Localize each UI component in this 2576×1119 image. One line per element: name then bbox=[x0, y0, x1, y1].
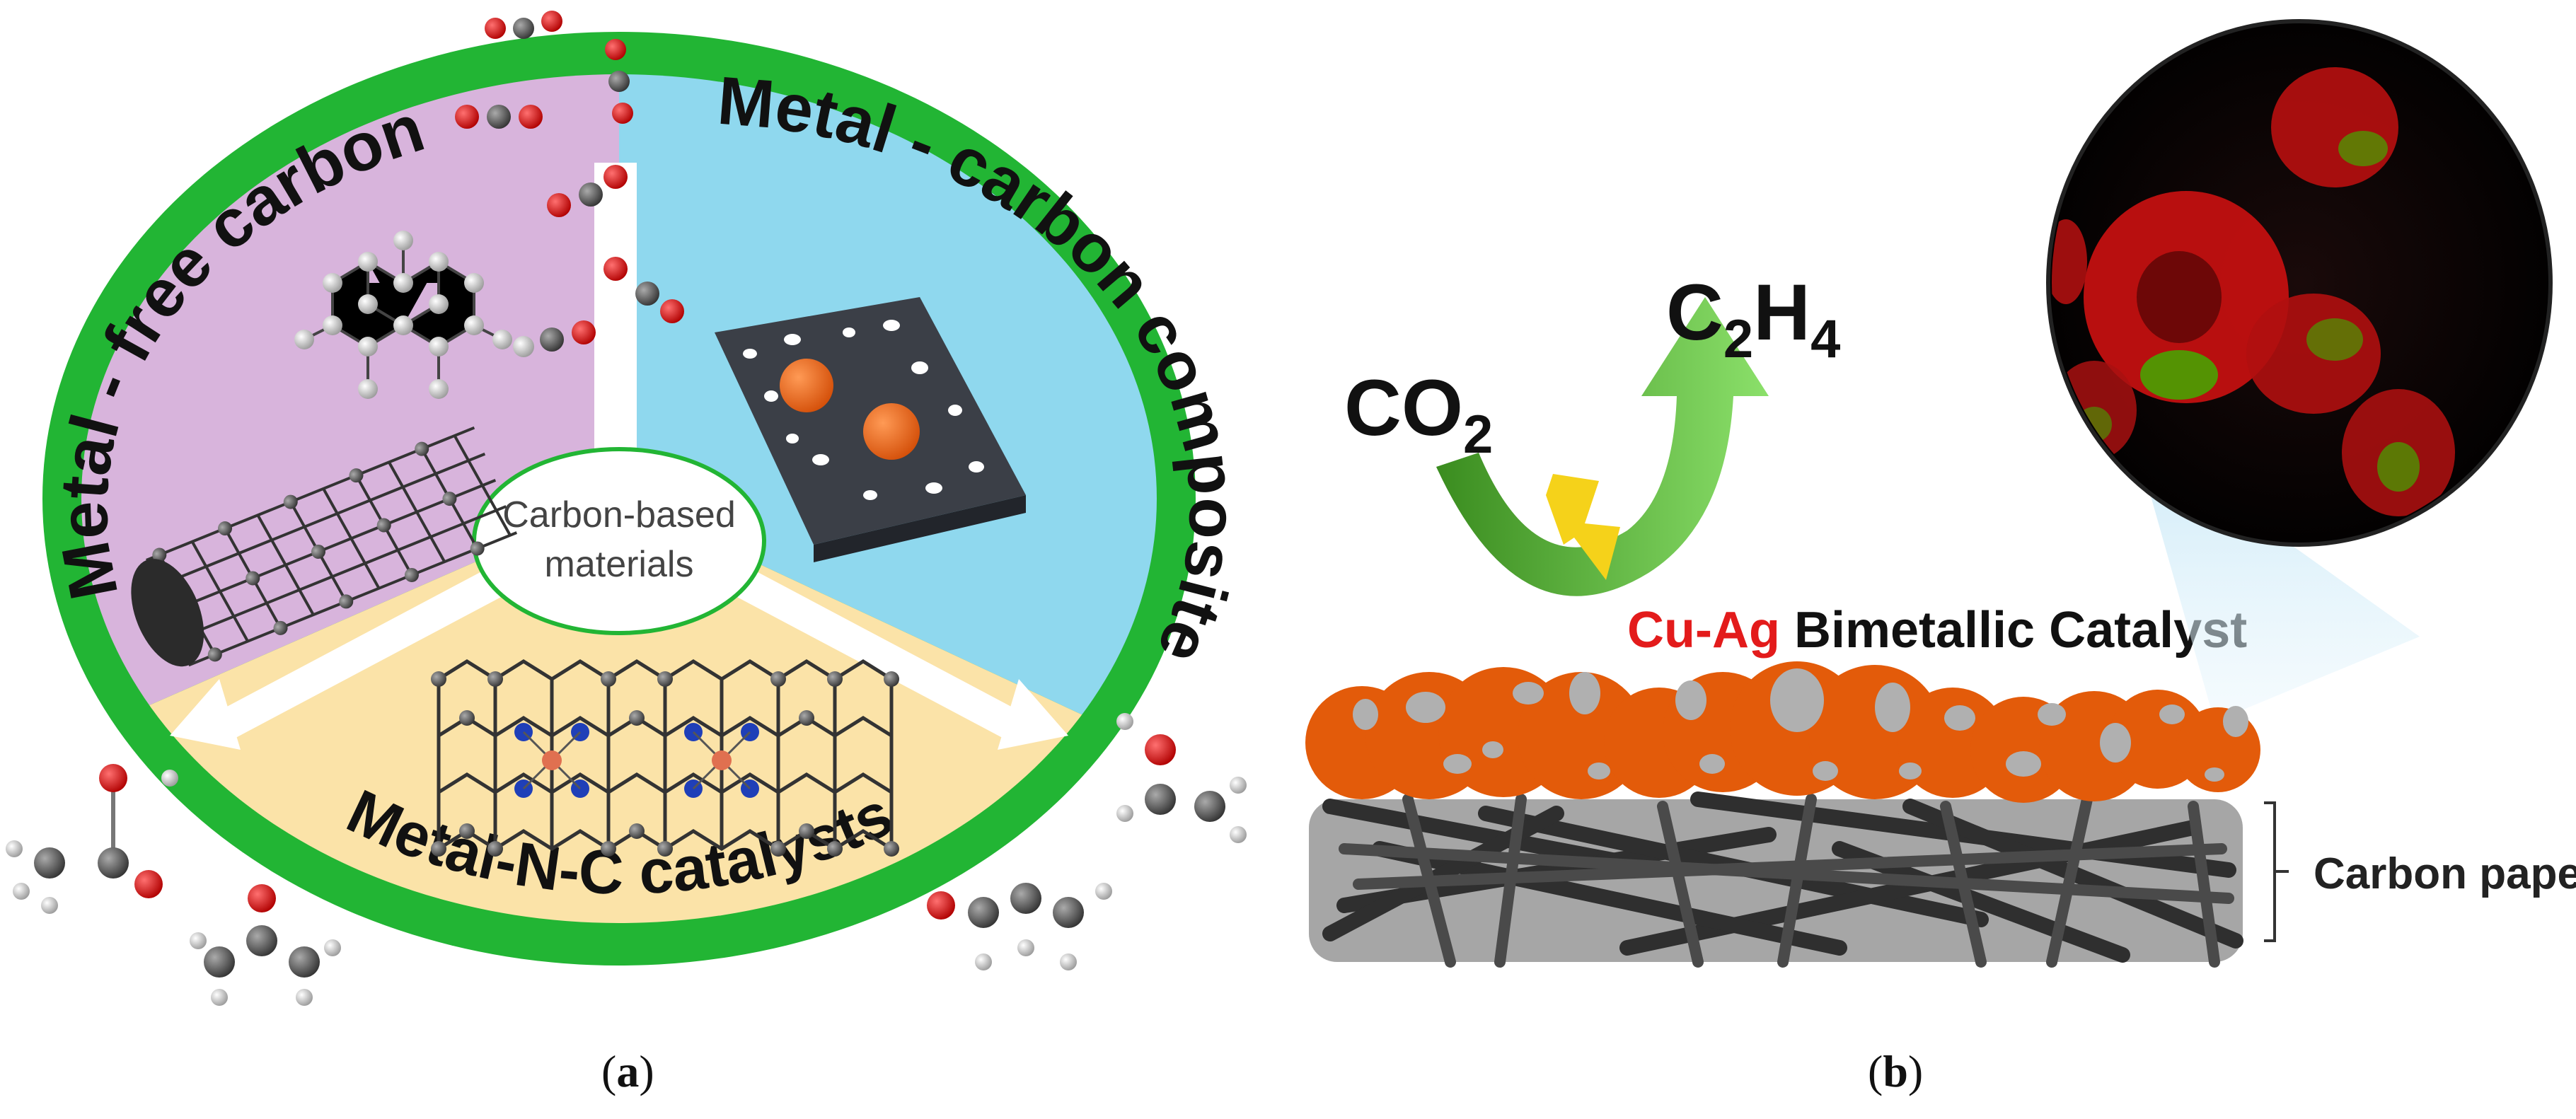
panel-b-cu-ag-catalyst-diagram: CO2 C2H4 Cu-Ag Bimetallic Catalyst bbox=[1305, 19, 2576, 968]
carbon-nanotube-illustration bbox=[131, 426, 518, 667]
caption-b: (b) bbox=[1868, 1046, 1924, 1096]
center-label-line1: Carbon-based bbox=[502, 494, 736, 535]
reactant-co2: CO2 bbox=[1344, 364, 1493, 465]
panel-a-carbon-materials-diagram: Carbon-based materials Metal - free carb… bbox=[6, 11, 1251, 1006]
product-c2h4: C2H4 bbox=[1666, 268, 1840, 369]
elemental-map-circle bbox=[2046, 19, 2553, 547]
center-label-line2: materials bbox=[545, 544, 694, 585]
arrow-head-left bbox=[170, 679, 241, 750]
lightning-bolt-icon bbox=[1546, 474, 1620, 580]
arrow-head-right bbox=[998, 679, 1068, 750]
diamond-lattice-illustration bbox=[294, 231, 512, 399]
porous-carbon-slab-illustration bbox=[715, 297, 1026, 562]
reaction-arrow bbox=[1436, 297, 1769, 596]
cu-ag-particles bbox=[1305, 661, 2260, 803]
caption-a: (a) bbox=[601, 1046, 654, 1096]
catalyst-label: Cu-Ag Bimetallic Catalyst bbox=[1627, 602, 2247, 659]
center-ellipse bbox=[472, 447, 766, 635]
product-molecules bbox=[6, 713, 1247, 1006]
co2-molecules bbox=[455, 11, 684, 357]
metal-n-c-graphene-illustration bbox=[431, 659, 899, 857]
carbon-paper-bracket bbox=[2264, 801, 2289, 942]
carbon-paper-fibers bbox=[1309, 792, 2243, 968]
carbon-paper-label: Carbon paper bbox=[2314, 850, 2576, 898]
